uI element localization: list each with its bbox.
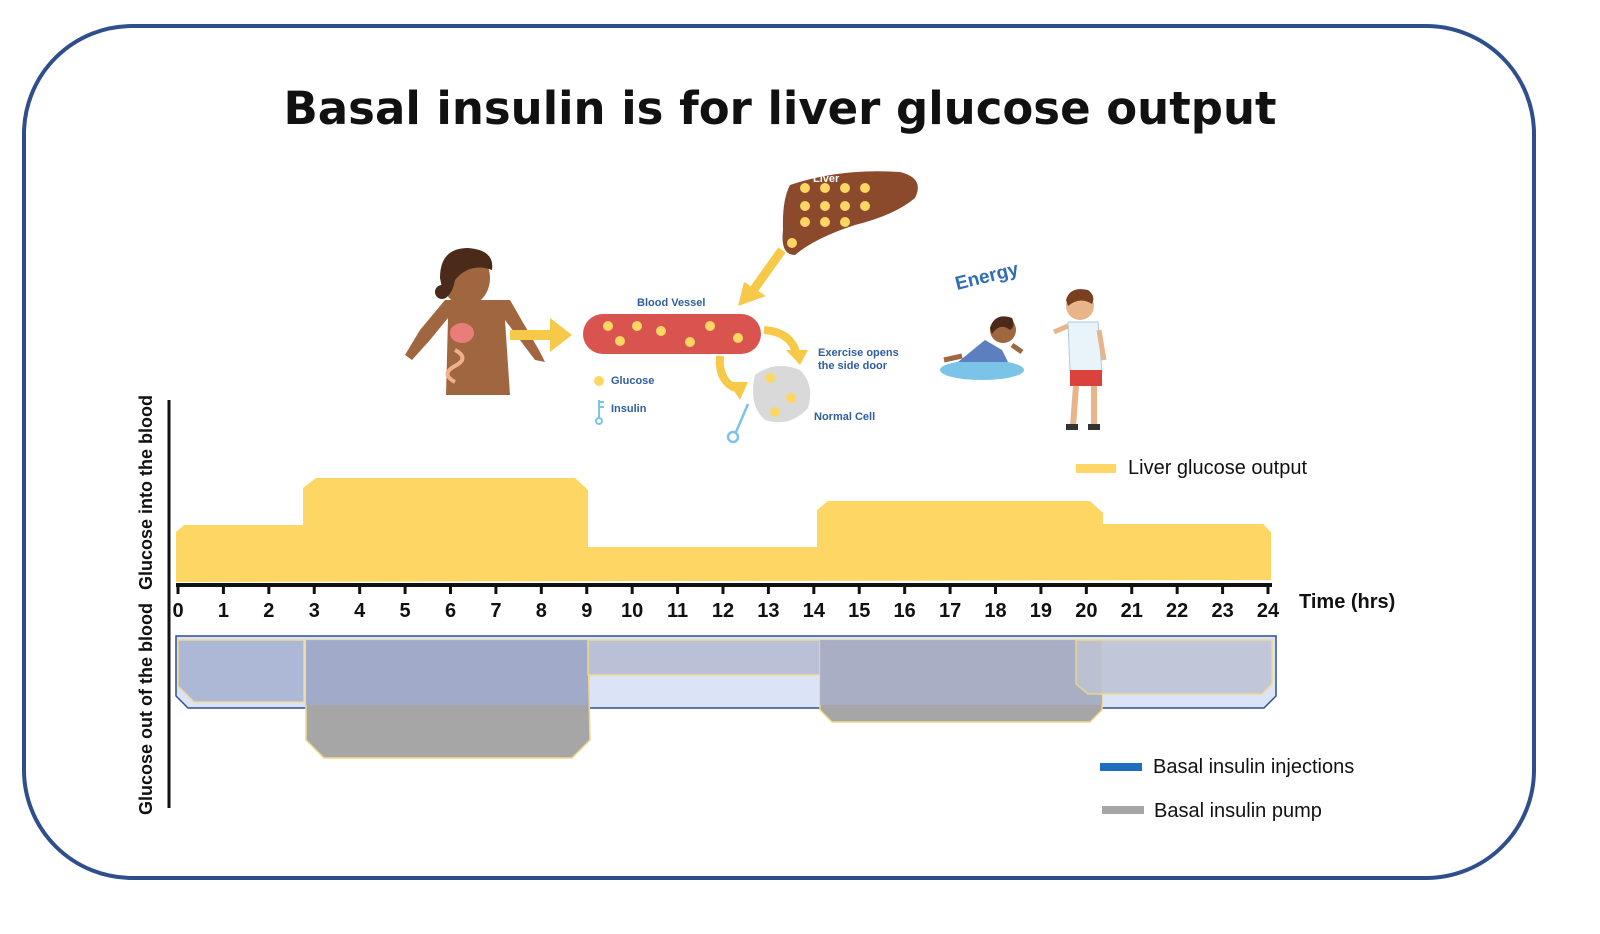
x-tick-label: 2 bbox=[263, 600, 274, 622]
insulin-key-icon bbox=[595, 400, 604, 425]
x-tick-label: 13 bbox=[757, 600, 779, 622]
x-tick-label: 12 bbox=[712, 600, 734, 622]
legend-injections-label: Basal insulin injections bbox=[1153, 756, 1354, 778]
woman-eating-figure bbox=[405, 248, 545, 395]
normal-cell-icon: Normal Cell bbox=[726, 366, 875, 444]
x-tick-label: 1 bbox=[218, 600, 229, 622]
x-tick-label: 14 bbox=[803, 600, 826, 622]
x-tick-label: 4 bbox=[354, 600, 366, 622]
x-tick-label: 16 bbox=[894, 600, 916, 622]
legend-pump-label: Basal insulin pump bbox=[1154, 800, 1322, 822]
normal-cell-label: Normal Cell bbox=[814, 411, 875, 423]
blood-vessel-label: Blood Vessel bbox=[637, 297, 705, 309]
x-tick-label: 18 bbox=[984, 600, 1006, 622]
y-lower-label: Glucose out of the blood bbox=[136, 603, 156, 815]
insulin-overlay-segments bbox=[177, 639, 1273, 705]
x-tick-label: 0 bbox=[172, 600, 183, 622]
x-tick-label: 24 bbox=[1257, 600, 1280, 622]
x-tick-label: 22 bbox=[1166, 600, 1188, 622]
x-tick-label: 7 bbox=[490, 600, 501, 622]
exercise-line2: the side door bbox=[818, 360, 888, 372]
x-tick-label: 20 bbox=[1075, 600, 1097, 622]
liver-icon: Liver bbox=[782, 171, 918, 255]
exercise-line1: Exercise opens bbox=[818, 347, 899, 359]
liver-label: Liver bbox=[813, 173, 840, 185]
standing-child-figure bbox=[1053, 289, 1107, 430]
arrow-liver-to-vessel-icon bbox=[738, 247, 786, 306]
x-tick-label: 17 bbox=[939, 600, 961, 622]
y-upper-label: Glucose into the blood bbox=[136, 395, 156, 590]
blood-vessel-icon: Blood Vessel bbox=[583, 297, 761, 354]
x-tick-label: 19 bbox=[1030, 600, 1052, 622]
glucose-key-label: Glucose bbox=[611, 375, 654, 387]
x-tick-label: 15 bbox=[848, 600, 870, 622]
x-tick-label: 6 bbox=[445, 600, 456, 622]
arrow-woman-to-vessel-icon bbox=[510, 318, 572, 352]
liver-glucose-output-area bbox=[176, 478, 1271, 582]
rounded-frame bbox=[22, 24, 1536, 880]
x-tick-label: 5 bbox=[400, 600, 411, 622]
insulin-key-label: Insulin bbox=[611, 403, 647, 415]
x-tick-label: 10 bbox=[621, 600, 643, 622]
arrows-vessel-to-cell-icon bbox=[715, 326, 808, 400]
x-tick-label: 9 bbox=[581, 600, 592, 622]
x-tick-label: 3 bbox=[309, 600, 320, 622]
mini-legend: Glucose Insulin bbox=[594, 375, 654, 425]
legend-liver-swatch bbox=[1076, 464, 1116, 473]
x-axis-label: Time (hrs) bbox=[1299, 591, 1395, 613]
energy-label: Energy bbox=[953, 259, 1021, 295]
legend-liver-label: Liver glucose output bbox=[1128, 457, 1307, 479]
page-title: Basal insulin is for liver glucose outpu… bbox=[283, 82, 1277, 135]
swimming-child-figure bbox=[940, 316, 1024, 380]
x-tick-label: 8 bbox=[536, 600, 547, 622]
x-tick-label: 21 bbox=[1121, 600, 1143, 622]
legend-pump-swatch bbox=[1102, 806, 1144, 814]
glucose-dot-icon bbox=[594, 376, 604, 386]
x-tick-label: 23 bbox=[1211, 600, 1233, 622]
legend-injections-swatch bbox=[1100, 763, 1142, 771]
x-tick-label: 11 bbox=[667, 600, 688, 622]
